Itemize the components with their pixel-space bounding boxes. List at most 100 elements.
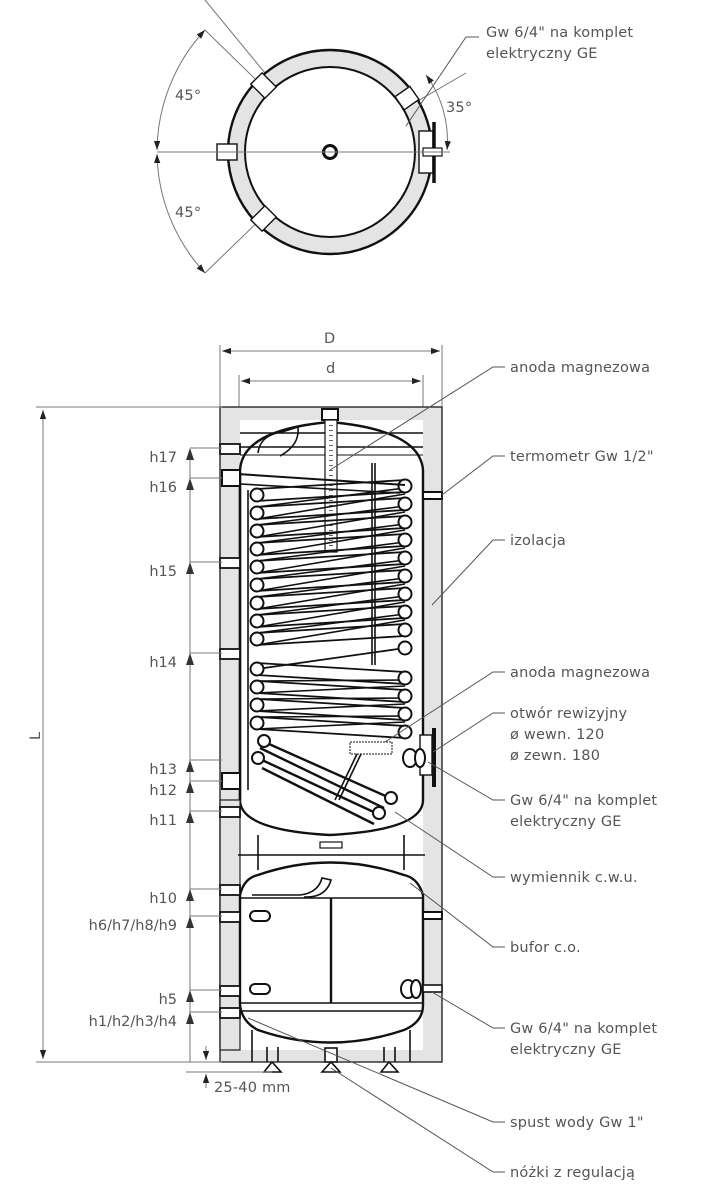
side-view: D d: [219, 331, 443, 1073]
coil-turn-left: [249, 631, 265, 647]
h-arrow-icon: [186, 448, 194, 460]
coil-turn-right: [397, 532, 413, 548]
coil-turn-right: [397, 568, 413, 584]
callout-label: elektryczny GE: [510, 814, 622, 830]
callout-label: elektryczny GE: [510, 1042, 622, 1058]
callout-label: ø zewn. 180: [510, 748, 600, 764]
callout-label: anoda magnezowa: [510, 360, 650, 376]
h-arrow-icon: [186, 889, 194, 901]
coil-turn-right: [397, 514, 413, 530]
callout-leader: [441, 455, 505, 496]
coil-turn-left: [249, 595, 265, 611]
h-label-h15: h15: [149, 564, 177, 580]
anode-lower: [349, 741, 393, 755]
h-label-h5: h5: [159, 992, 177, 1008]
callout-leader: [431, 539, 505, 606]
callout-top-view-line2: elektryczny GE: [486, 46, 598, 62]
buffer-tank-shell: [238, 861, 425, 1044]
angle-label-lower: 45°: [175, 205, 201, 221]
callout-label: otwór rewizyjny: [510, 706, 628, 722]
h-label-h6-h7-h8-h9: h6/h7/h8/h9: [89, 918, 177, 934]
dimension-L-label: L: [28, 732, 44, 740]
h-arrow-icon: [186, 653, 194, 665]
h-arrow-icon: [186, 990, 194, 1002]
coil-turn-right: [397, 688, 413, 704]
coil-turn-left: [249, 487, 265, 503]
upper-heat-exchanger-coil: [221, 472, 413, 740]
adjustable-feet: [262, 1047, 400, 1073]
connection-stub: [221, 469, 241, 487]
callout-leader: [405, 36, 479, 127]
callout-label: izolacja: [510, 533, 566, 549]
coil-turn-left: [249, 715, 265, 731]
coil-turn-left: [249, 541, 265, 557]
coil-turn-right: [397, 604, 413, 620]
callout-leader: [330, 1067, 505, 1173]
connection-stub: [219, 884, 241, 896]
connection-stub: [219, 985, 241, 997]
coil-turn-right: [397, 670, 413, 686]
h-label-h17: h17: [149, 450, 177, 466]
h-label-h12: h12: [149, 783, 177, 799]
callout-top-view-line1: Gw 6/4" na komplet: [486, 25, 633, 41]
callout-label: bufor c.o.: [510, 940, 581, 956]
coil-turn-right: [397, 586, 413, 602]
callout-label: anoda magnezowa: [510, 665, 650, 681]
buffer-connector-h5: [249, 983, 271, 995]
callout-label: Gw 6/4" na komplet: [510, 1021, 657, 1037]
buffer-connector-h6: [249, 910, 271, 922]
h-label-h16: h16: [149, 480, 177, 496]
coil-turn-right: [397, 550, 413, 566]
dimension-d-label: d: [326, 361, 335, 377]
h-arrow-icon: [186, 1012, 194, 1024]
connection-stub: [219, 648, 241, 660]
coil-turn-left: [249, 697, 265, 713]
top-view: 45° 45° 35° Gw 6/4" na komplet elektrycz…: [153, 0, 633, 274]
callout-leader: [427, 761, 505, 801]
callout-leader: [384, 671, 505, 743]
h-arrow-icon: [186, 811, 194, 823]
connection-stub: [219, 911, 241, 923]
lower-tilted-exchanger: [251, 734, 398, 826]
h-label-h11: h11: [149, 813, 177, 829]
coil-turn-left: [249, 613, 265, 629]
h-arrow-icon: [186, 478, 194, 490]
coil-turn-right: [397, 640, 413, 656]
coil-turn-left: [249, 577, 265, 593]
callout-leader: [432, 712, 505, 753]
callout-leader: [394, 811, 505, 878]
callout-label: nóżki z regulacją: [510, 1165, 635, 1181]
callout-leader: [247, 1017, 505, 1123]
angle-label-upper: 45°: [175, 88, 201, 104]
coil-turn-right: [397, 496, 413, 512]
connection-stub: [219, 806, 241, 818]
coil-turn-left: [249, 661, 265, 677]
h-label-h10: h10: [149, 891, 177, 907]
angle-arc-right: [425, 74, 451, 151]
coil-turn-right: [397, 724, 413, 740]
callout-label: spust wody Gw 1": [510, 1115, 644, 1131]
coil-turn-left: [249, 559, 265, 575]
h-arrow-icon: [186, 562, 194, 574]
h-arrow-icon: [186, 916, 194, 928]
h-arrow-icon: [186, 760, 194, 772]
angle-arc-upper: [153, 29, 206, 151]
coil-turn-right: [397, 478, 413, 494]
coil-turn-left: [249, 679, 265, 695]
connection-stub: [219, 443, 241, 455]
callout-leader: [329, 366, 505, 471]
connection-stub: [221, 772, 241, 790]
coil-turn-right: [397, 706, 413, 722]
coil-turn-left: [249, 523, 265, 539]
callout-label: Gw 6/4" na komplet: [510, 793, 657, 809]
connection-stub: [219, 557, 241, 569]
top-anode-plug: [321, 408, 339, 421]
h-arrow-icon: [186, 781, 194, 793]
h-label-h14: h14: [149, 655, 177, 671]
callout-leader: [409, 882, 505, 948]
height-dimension: L h17h16h15h14h13h12h11h10h6/h7/h8/h9h5h…: [28, 406, 290, 1096]
callout-label: wymiennik c.w.u.: [510, 870, 638, 886]
upper-tank-shell: [238, 420, 425, 837]
